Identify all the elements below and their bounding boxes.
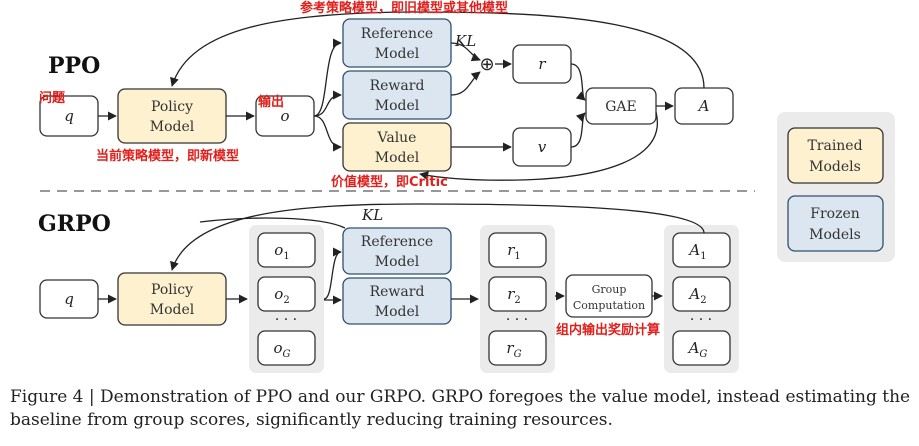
grpo-arrow-outputs-reference — [323, 247, 342, 300]
legend-trained-label-1: Trained — [807, 138, 862, 154]
ppo-heading: PPO — [48, 53, 100, 79]
ppo-question-symbol: q — [64, 107, 74, 125]
grpo-reward-label-1: Reward — [370, 284, 425, 300]
ppo-annotation-reference: 参考策略模型，即旧模型或其他模型 — [300, 0, 508, 16]
ppo-reference-label-2: Model — [375, 46, 420, 62]
legend-frozen-label-1: Frozen — [810, 206, 860, 222]
grpo-o2-box — [257, 276, 316, 312]
ppo-policy-label-1: Policy — [151, 99, 193, 115]
ppo-value-label-1: Value — [377, 130, 417, 146]
grpo-o-ellipsis: · · · — [275, 312, 297, 328]
grpo-a1-symbol: A1 — [687, 241, 706, 262]
grpo-arrow-advantages-policy — [170, 203, 705, 271]
grpo-r1-symbol: r1 — [507, 241, 521, 262]
ppo-reward-label-2: Model — [375, 98, 420, 114]
grpo-a2-box — [672, 276, 731, 312]
ppo-annotation-current-policy: 当前策略模型，即新模型 — [96, 148, 239, 164]
grpo-ag-symbol: AG — [687, 339, 708, 360]
ppo-output-symbol: o — [280, 107, 289, 125]
ppo-plus-symbol: ⊕ — [479, 54, 494, 75]
grpo-kl-label: KL — [361, 206, 383, 224]
ppo-arrow-reward-plus — [450, 71, 481, 96]
grpo-policy-label-2: Model — [150, 302, 195, 318]
ppo-arrow-a-policy — [170, 11, 705, 89]
grpo-reference-label-1: Reference — [361, 234, 433, 250]
grpo-a2-symbol: A2 — [687, 285, 706, 306]
grpo-reward-model-box — [342, 277, 452, 325]
grpo-rg-box — [488, 330, 547, 366]
ppo-arrow-output-reward — [313, 90, 342, 117]
ppo-a-symbol: A — [697, 97, 710, 115]
ppo-r-symbol: r — [538, 55, 546, 73]
grpo-annotation-group: 组内输出奖励计算 — [556, 322, 660, 338]
ppo-annotation-question: 问题 — [39, 90, 66, 106]
ppo-annotation-value: 价值模型，即Critic — [331, 174, 448, 190]
grpo-rg-symbol: rG — [506, 339, 521, 360]
grpo-group-label-2: Computation — [573, 299, 645, 312]
grpo-heading: GRPO — [38, 211, 111, 237]
ppo-arrow-r-gae — [570, 63, 586, 101]
grpo-policy-label-1: Policy — [151, 282, 193, 298]
grpo-ag-box — [672, 330, 731, 366]
legend-frozen-swatch — [787, 195, 884, 252]
grpo-r2-box — [488, 276, 547, 312]
ppo-value-label-2: Model — [375, 150, 420, 166]
grpo-r2-symbol: r2 — [507, 285, 521, 306]
ppo-arrow-reference-plus — [450, 42, 481, 62]
grpo-r1-box — [488, 232, 547, 268]
ppo-arrow-gae-value — [419, 111, 659, 181]
figure-caption: Figure 4 | Demonstration of PPO and our … — [10, 387, 911, 430]
grpo-r-ellipsis: · · · — [506, 312, 528, 328]
ppo-v-symbol: v — [538, 138, 547, 156]
grpo-reference-model-box — [342, 227, 452, 275]
grpo-group-label-1: Group — [592, 283, 627, 296]
ppo-arrow-v-gae — [570, 112, 586, 148]
grpo-kl-connector — [199, 217, 346, 229]
ppo-reference-label-1: Reference — [361, 26, 433, 42]
grpo-a-ellipsis: · · · — [690, 312, 712, 328]
ppo-reward-label-1: Reward — [370, 78, 425, 94]
grpo-og-box — [257, 330, 316, 366]
grpo-o2-symbol: o2 — [274, 285, 289, 306]
ppo-arrow-output-reference — [313, 38, 342, 117]
grpo-reward-label-2: Model — [375, 304, 420, 320]
legend-frozen-label-2: Models — [809, 227, 861, 243]
grpo-reference-label-2: Model — [375, 254, 420, 270]
legend-trained-swatch — [787, 127, 884, 184]
ppo-policy-label-2: Model — [150, 119, 195, 135]
grpo-a1-box — [672, 232, 731, 268]
grpo-question-symbol: q — [64, 290, 74, 308]
ppo-gae-label: GAE — [605, 99, 637, 115]
ppo-arrow-output-value — [313, 115, 342, 152]
grpo-o1-box — [257, 232, 316, 268]
ppo-annotation-output: 输出 — [258, 94, 284, 110]
legend-trained-label-2: Models — [809, 159, 861, 175]
grpo-o1-symbol: o1 — [274, 241, 289, 262]
grpo-og-symbol: oG — [273, 339, 290, 360]
ppo-kl-label: KL — [454, 32, 476, 50]
